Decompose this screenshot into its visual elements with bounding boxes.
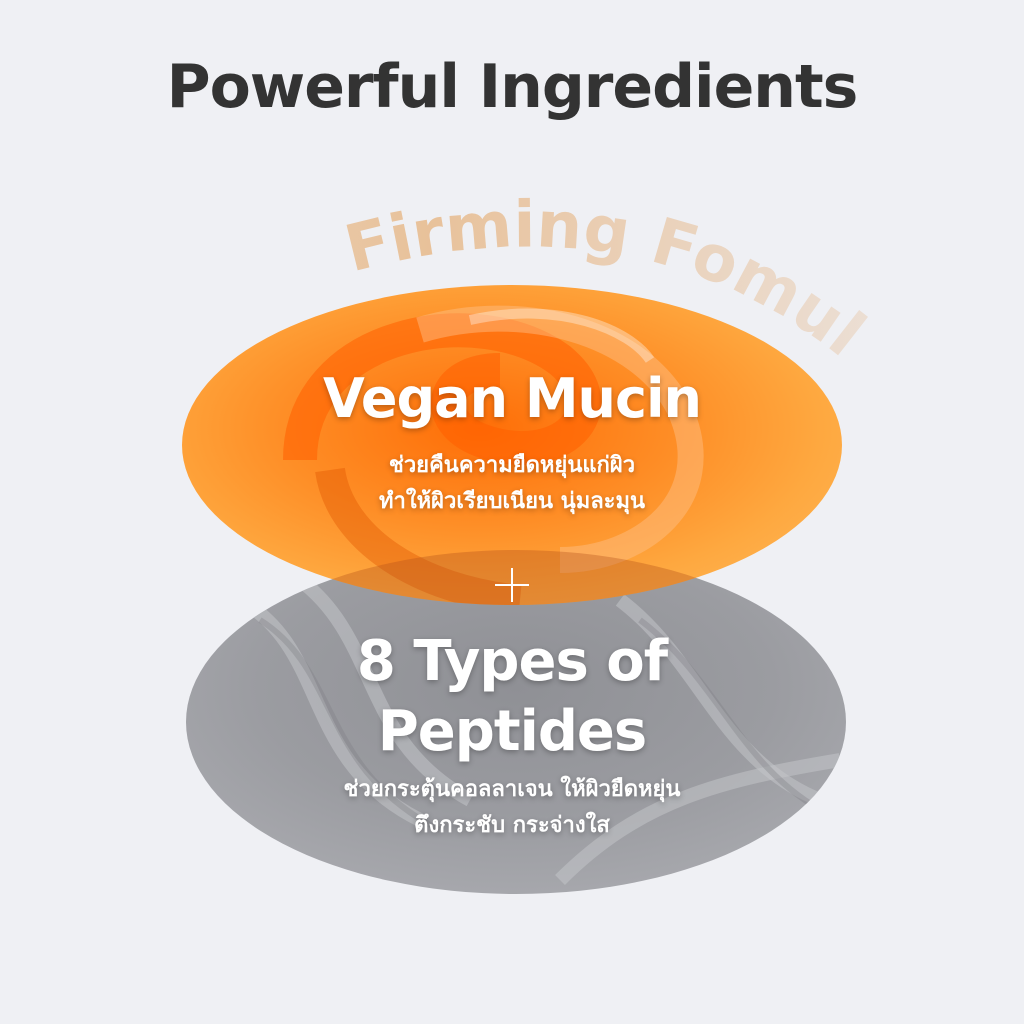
ingredient-2-desc-line-1: ช่วยกระตุ้นคอลลาเจน ให้ผิวยืดหยุ่น: [343, 777, 681, 802]
vegan-mucin-blob: [182, 285, 842, 605]
ingredient-2-desc-line-2: ตึงกระชับ กระจ่างใส: [414, 813, 610, 838]
ingredient-1-desc-line-2: ทำให้ผิวเรียบเนียน นุ่มละมุน: [378, 489, 646, 514]
plus-icon: [487, 560, 537, 610]
ingredient-1-desc-line-1: ช่วยคืนความยืดหยุ่นแก่ผิว: [388, 453, 636, 478]
ingredient-2-name-line-1: 8 Types of: [356, 629, 668, 694]
peptides-blob: [186, 550, 846, 894]
ingredient-2-name-line-2: Peptides: [377, 699, 647, 764]
ingredient-1-name: Vegan Mucin: [323, 367, 702, 430]
page-title: Powerful Ingredients: [166, 52, 859, 122]
